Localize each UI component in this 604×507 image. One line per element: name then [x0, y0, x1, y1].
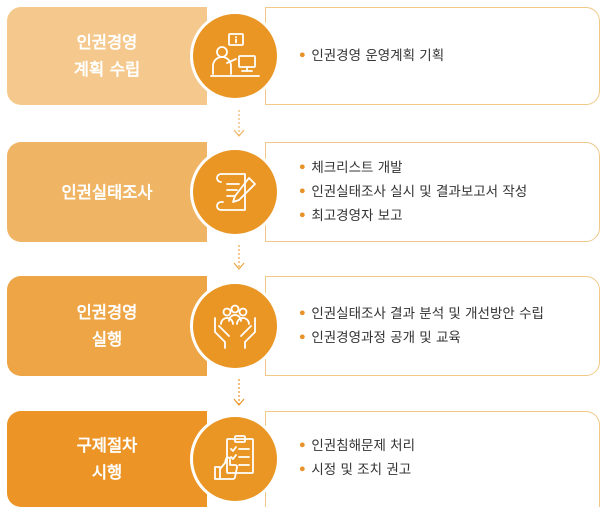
step-1-title-line2: 계획 수립 [73, 60, 141, 79]
step-4-bullet-1: 인권침해문제 처리 [298, 434, 415, 458]
presentation-person-icon [210, 33, 260, 77]
connector-arrow-3 [233, 379, 245, 406]
step-4-bullet-2: 시정 및 조치 권고 [298, 458, 415, 482]
step-4-content-box: 인권침해문제 처리 시정 및 조치 권고 [265, 411, 600, 507]
step-3-title-line1: 인권경영 [76, 303, 138, 322]
step-3-bullet-list: 인권실태조사 결과 분석 및 개선방안 수립 인권경영과정 공개 및 교육 [298, 302, 544, 350]
connector-arrow-1 [233, 110, 245, 137]
step-1-title-box: 인권경영 계획 수립 [7, 7, 207, 105]
step-3-bullet-2: 인권경영과정 공개 및 교육 [298, 326, 544, 350]
step-3-content-box: 인권실태조사 결과 분석 및 개선방안 수립 인권경영과정 공개 및 교육 [265, 276, 600, 376]
step-1-bullet-1: 인권경영 운영계획 기획 [298, 44, 444, 68]
step-2-bullet-3: 최고경영자 보고 [298, 204, 527, 228]
step-4-title-line1: 구제절차 [76, 436, 138, 455]
checklist-thumbs-up-icon [214, 435, 254, 480]
step-4: 구제절차 시행 인권침해문제 처리 시정 및 조치 권고 [0, 411, 604, 507]
step-3-title-line2: 실행 [91, 330, 123, 349]
step-3-bullet-1: 인권실태조사 결과 분석 및 개선방안 수립 [298, 302, 544, 326]
step-1-content-box: 인권경영 운영계획 기획 [265, 7, 600, 105]
step-3-icon-circle [190, 281, 280, 371]
step-2-bullet-2: 인권실태조사 실시 및 결과보고서 작성 [298, 180, 527, 204]
step-4-bullet-list: 인권침해문제 처리 시정 및 조치 권고 [298, 434, 415, 482]
document-pen-icon [216, 173, 256, 211]
hands-people-icon [214, 304, 256, 349]
step-2-content-box: 체크리스트 개발 인권실태조사 실시 및 결과보고서 작성 최고경영자 보고 [265, 142, 600, 242]
step-4-title-box: 구제절차 시행 [7, 411, 207, 507]
step-3: 인권경영 실행 인권실태조사 결과 분석 및 개선방안 수립 인권경영과정 공개… [0, 276, 604, 376]
step-2-bullet-list: 체크리스트 개발 인권실태조사 실시 및 결과보고서 작성 최고경영자 보고 [298, 156, 527, 228]
step-2-icon-circle [190, 147, 280, 237]
step-2: 인권실태조사 체크리스트 개발 인권실태조사 실시 및 결과보고서 작성 최고경… [0, 142, 604, 242]
step-2-title-line1: 인권실태조사 [61, 182, 153, 202]
step-4-icon-circle [190, 414, 280, 504]
step-1: 인권경영 계획 수립 인권경영 운영계획 기획 [0, 7, 604, 105]
step-2-bullet-1: 체크리스트 개발 [298, 156, 527, 180]
step-1-bullet-list: 인권경영 운영계획 기획 [298, 44, 444, 68]
step-1-title-line1: 인권경영 [76, 33, 138, 52]
step-3-title-box: 인권경영 실행 [7, 276, 207, 376]
step-1-icon-circle [190, 11, 280, 101]
connector-arrow-2 [233, 245, 245, 270]
step-4-title-line2: 시행 [91, 463, 123, 482]
step-2-title-box: 인권실태조사 [7, 142, 207, 242]
